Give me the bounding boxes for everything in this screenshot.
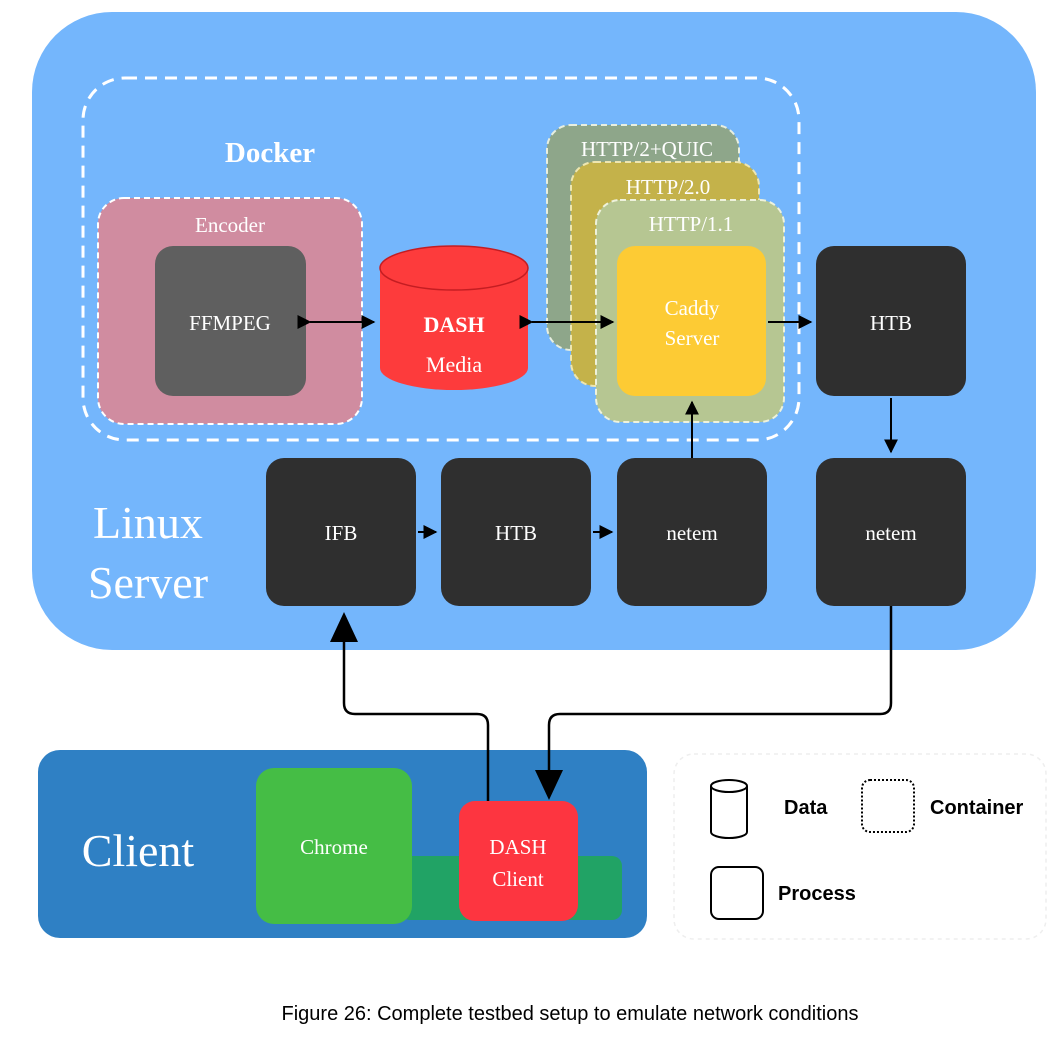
dash-client-label-line1: DASH — [489, 835, 546, 859]
netem-egress-process — [816, 458, 966, 606]
ifb-process — [266, 458, 416, 606]
http20-label: HTTP/2.0 — [626, 175, 711, 199]
dash-client-process — [459, 801, 578, 921]
docker-label: Docker — [225, 137, 315, 169]
caddy-label-line2: Server — [665, 326, 720, 350]
figure-caption: Figure 26: Complete testbed setup to emu… — [281, 1003, 859, 1025]
dash-client-label-line2: Client — [492, 867, 543, 891]
client-server-links — [342, 606, 893, 801]
linux-label-line2: Server — [88, 557, 208, 608]
chrome-label: Chrome — [300, 835, 368, 859]
http2-quic-label: HTTP/2+QUIC — [581, 137, 713, 161]
http11-label: HTTP/1.1 — [649, 212, 734, 236]
legend-data-label: Data — [784, 797, 828, 819]
htb-ingress-label: HTB — [495, 521, 537, 545]
caddy-label-line1: Caddy — [665, 296, 720, 320]
client-arrowhead — [535, 770, 563, 800]
ffmpeg-process — [155, 246, 306, 396]
htb-egress-label: HTB — [870, 311, 912, 335]
legend-process-icon — [710, 866, 764, 920]
testbed-diagram: Docker Encoder FFMPEG DASH Media HTTP/2+… — [32, 12, 1047, 940]
netem-ingress-label: netem — [666, 521, 717, 545]
legend-process-label: Process — [778, 883, 856, 905]
legend-box — [673, 753, 1047, 940]
htb-egress-process — [816, 246, 966, 396]
dash-media-title: DASH — [423, 312, 484, 337]
ifb-label: IFB — [325, 521, 358, 545]
encoder-label: Encoder — [195, 213, 265, 237]
server-arrows — [297, 315, 898, 539]
caddy-server-process — [617, 246, 766, 396]
netem-ingress-process — [617, 458, 767, 606]
legend-data-icon — [710, 779, 748, 839]
legend-container-label: Container — [930, 797, 1024, 819]
client-to-ifb-link — [342, 640, 490, 801]
legend-container-icon — [861, 779, 915, 833]
ffmpeg-label: FFMPEG — [189, 311, 271, 335]
dash-media-subtitle: Media — [426, 352, 482, 377]
ifb-arrowhead — [330, 612, 358, 642]
dash-media-database — [379, 245, 529, 390]
netem-to-client-link — [547, 606, 893, 770]
netem-egress-label: netem — [865, 521, 916, 545]
htb-ingress-process — [441, 458, 591, 606]
chrome-process — [256, 768, 412, 924]
client-label: Client — [82, 825, 195, 876]
linux-label-line1: Linux — [93, 497, 203, 548]
